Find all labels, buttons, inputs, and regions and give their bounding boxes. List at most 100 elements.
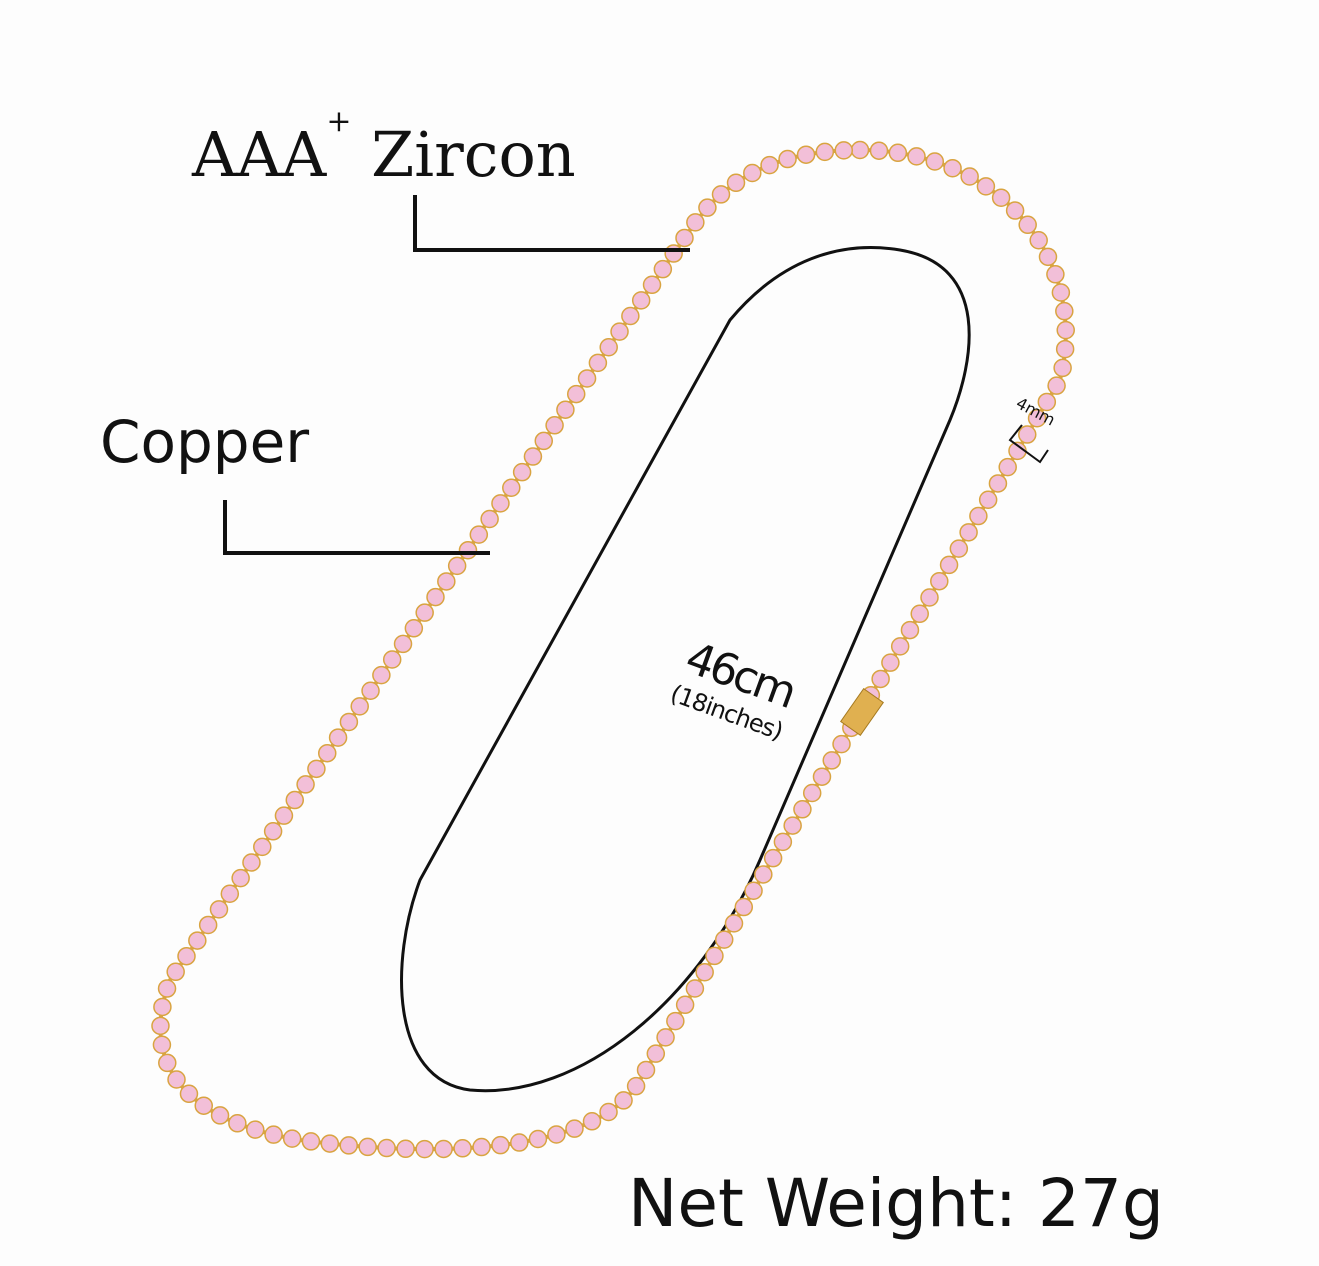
zircon-stone [1027,409,1047,428]
necklace-chain [158,147,1068,1152]
zircon-stone [726,173,746,193]
zircon-stone [988,474,1008,493]
zircon-stone [1038,247,1058,267]
zircon-stone [1053,358,1072,378]
zircon-stone [253,837,272,857]
zircon-stone [153,997,172,1017]
zircon-stone [282,1129,302,1148]
zircon-stone [614,1091,633,1110]
zircon-stone [512,462,532,482]
zircon-stone [396,1139,415,1159]
zircon-stone [577,369,597,388]
zircon-label: AAA+ Zircon [192,104,576,191]
zircon-stone [545,416,564,435]
zircon-stone [177,946,196,966]
zircon-stone [510,1133,529,1152]
zircon-stone [705,946,724,966]
zircon-stone [491,1135,510,1155]
zircon-stone [1055,301,1074,321]
zircon-stone [959,523,978,542]
zircon-stone [350,697,369,716]
zircon-stone [960,167,979,186]
zircon-stone [157,979,177,998]
zircon-stone [469,525,489,544]
zircon-stone [822,751,842,770]
zircon-stone [793,800,812,819]
zircon-stone [599,337,618,357]
zircon-stone [599,1102,618,1122]
copper-label: Copper [100,408,310,476]
zircon-stone [152,1035,172,1054]
zircon-stone [900,620,920,640]
zircon-stone [1018,215,1037,235]
zircon-stone [653,259,673,279]
zircon-stone [850,140,870,160]
zircon-stone [976,177,996,196]
zircon-label-main: AAA [192,118,327,191]
zircon-stone [166,962,185,982]
zircon-stone [724,914,744,933]
zircon-stone [656,1028,675,1047]
zircon-stone [1005,201,1025,220]
zircon-stone [815,142,835,162]
zircon-stone [358,1137,377,1157]
zircon-stone [871,669,890,689]
zircon-stone [1056,320,1075,340]
zircon-stone [925,152,945,171]
zircon-stone [910,604,929,624]
zircon-stone [642,275,662,295]
zircon-stone [339,712,359,732]
zircon-stone [502,478,521,498]
zircon-stone [734,897,754,917]
zircon-stone [523,447,543,466]
zircon-label-rest: Zircon [351,118,576,191]
clasp [840,688,884,736]
zircon-stone [158,1053,177,1073]
zircon-stone [361,681,380,700]
zircon-stone [1037,392,1057,412]
zircon-stone [582,1112,602,1131]
zircon-stone [179,1084,199,1104]
zircon-stone [881,653,900,672]
zircon-stone [242,853,261,872]
zircon-stone [743,163,762,183]
zircon-stone [1047,376,1066,395]
zircon-stone [274,806,294,825]
zircon-stone [646,1044,666,1063]
zircon-stone [832,734,851,754]
zircon-stone [920,588,939,607]
zircon-stone [339,1136,358,1155]
zircon-stone [210,1106,230,1125]
zircon-stone [307,759,326,779]
zircon-stone [296,775,315,794]
zircon-stone [426,587,445,607]
zircon-stone [711,185,731,204]
zircon-stone [834,141,854,160]
zircon-stone [534,431,554,451]
zircon-stone [907,147,926,166]
zircon-stone [686,213,705,232]
zircon-stone [565,1119,584,1138]
zircon-stone [930,571,949,591]
copper-callout-line [223,500,490,555]
zircon-stone [198,915,218,935]
zircon-stone [763,848,783,868]
zircon-stone [949,539,969,558]
zircon-stone [978,490,998,509]
zircon-stone [675,995,695,1015]
zircon-stone [1029,231,1048,250]
zircon-stone [317,743,337,763]
zircon-stone [491,494,510,513]
zircon-stone [372,665,391,685]
zircon-stone [675,228,694,248]
zircon-stone [685,979,705,998]
zircon-stone [447,556,467,576]
net-weight-label: Net Weight: 27g [628,1165,1164,1242]
zircon-stone [393,634,413,654]
zircon-stone [754,865,773,884]
zircon-stone [188,931,207,950]
zircon-stone [760,155,779,175]
length-loop-line [400,246,971,1093]
zircon-stone [566,384,586,404]
